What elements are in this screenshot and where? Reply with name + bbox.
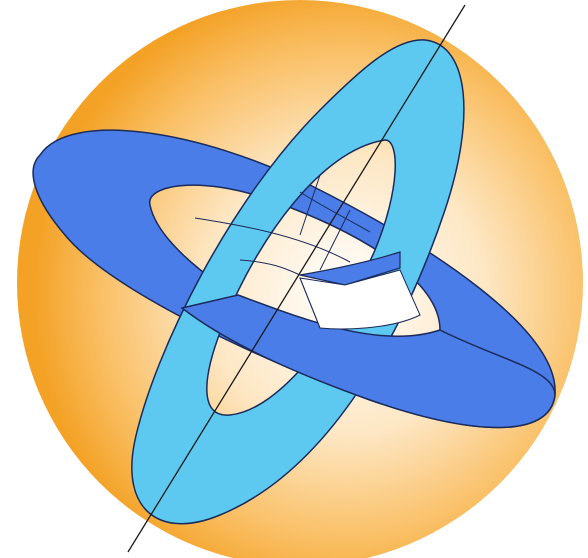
sphere-rings-diagram <box>0 0 588 558</box>
